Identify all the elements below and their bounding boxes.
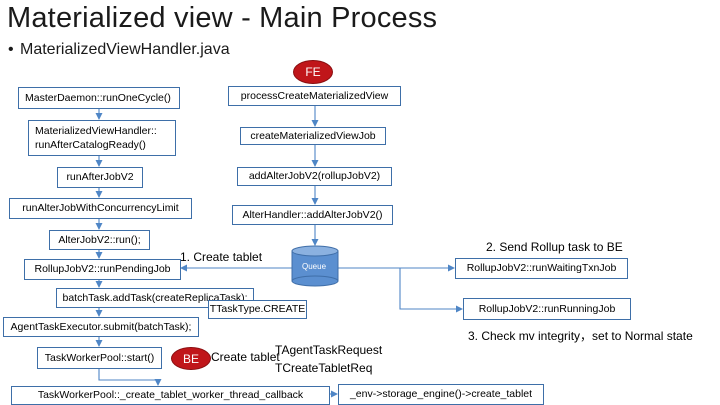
worker-callback-box: TaskWorkerPool::_create_tablet_worker_th… [11,386,330,405]
alter-job-run-box: AlterJobV2::run(); [49,230,150,250]
create-tablet-be-note: Create tablet [211,350,280,364]
mv-handler-line1: MaterializedViewHandler:: [35,124,157,137]
master-daemon-box: MasterDaemon::runOneCycle() [18,87,180,109]
page-title: Materialized view - Main Process [7,2,438,34]
fe-badge: FE [293,60,333,84]
mv-handler-line2: runAfterCatalogReady() [35,139,146,151]
alter-handler-box: AlterHandler::addAlterJobV2() [232,205,393,225]
rollup-waiting-box: RollupJobV2::runWaitingTxnJob [455,258,628,279]
send-rollup-note: 2. Send Rollup task to BE [486,240,623,254]
agent-executor-box: AgentTaskExecutor.submit(batchTask); [3,317,199,337]
agent-request-note: TAgentTaskRequest [275,343,383,357]
queue-label: Queue [302,262,327,271]
rollup-pending-box: RollupJobV2::runPendingJob [24,259,181,280]
check-mv-note: 3. Check mv integrity，set to Normal stat… [468,329,693,343]
page-subtitle: • MaterializedViewHandler.java [8,41,230,59]
subtitle-text: MaterializedViewHandler.java [20,41,230,58]
add-alter-job-box: addAlterJobV2(rollupJobV2) [237,167,392,186]
worker-start-box: TaskWorkerPool::start() [37,347,162,369]
run-after-jobv2-box: runAfterJobV2 [57,167,143,188]
process-create-box: processCreateMaterializedView [228,86,401,106]
create-job-box: createMaterializedViewJob [240,127,386,145]
create-tablet-step-note: 1. Create tablet [180,250,263,264]
batch-task-box: batchTask.addTask(createReplicaTask); [56,288,254,308]
run-alter-job-box: runAlterJobWithConcurrencyLimit [9,198,192,219]
mv-handler-box: MaterializedViewHandler:: runAfterCatalo… [28,120,176,156]
arrow-queue-to-running [399,268,463,313]
arrow-start-to-callback [98,369,162,386]
queue-cylinder [291,245,339,287]
create-tablet-req-note: TCreateTabletReq [275,361,373,375]
task-type-box: TTaskType.CREATE [208,300,307,319]
storage-engine-box: _env->storage_engine()->create_tablet [338,384,544,405]
rollup-running-box: RollupJobV2::runRunningJob [463,298,631,320]
be-badge: BE [171,347,211,370]
bullet-mark: • [8,41,14,58]
